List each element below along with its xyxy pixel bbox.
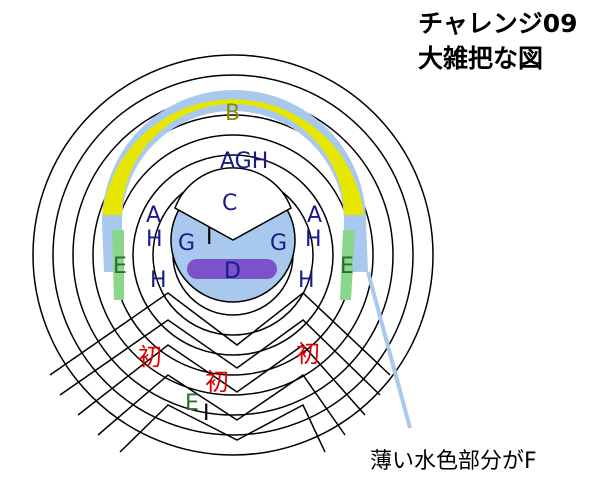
center-white-wedge xyxy=(174,167,292,241)
green-e-right xyxy=(340,230,355,300)
blue-labels: B AGH C A H G I G A H D H H xyxy=(146,101,322,293)
label-g-left: G xyxy=(178,231,195,256)
label-i-bottom: I xyxy=(203,401,210,426)
label-i-center: I xyxy=(206,225,213,250)
zigzag-line-5 xyxy=(119,403,326,453)
purple-d-bar xyxy=(187,259,277,279)
label-agh: AGH xyxy=(220,149,268,174)
red-labels: 初 初 初 xyxy=(138,340,320,396)
label-g-right: G xyxy=(270,231,287,256)
ring-3 xyxy=(132,154,334,356)
zigzag-line-1 xyxy=(49,292,391,376)
label-d: D xyxy=(224,259,241,284)
label-c: C xyxy=(222,191,237,216)
ring-5 xyxy=(92,114,374,396)
label-hatsu-2: 初 xyxy=(205,368,229,396)
ring-8 xyxy=(32,54,434,456)
green-labels: E E E xyxy=(113,254,354,416)
label-h-left-lower: H xyxy=(150,268,167,293)
label-b: B xyxy=(225,101,240,126)
label-hatsu-1: 初 xyxy=(138,343,162,371)
zigzag-line-2 xyxy=(59,319,381,396)
label-a-left: A xyxy=(146,203,161,228)
green-e-left xyxy=(112,230,124,300)
title-line-2: 大雑把な図 xyxy=(418,44,543,73)
label-hatsu-3: 初 xyxy=(296,340,320,368)
label-e-left: E xyxy=(113,254,127,279)
label-h-right-lower: H xyxy=(298,268,315,293)
label-h-left-upper: H xyxy=(146,227,163,252)
zigzag-bands xyxy=(49,292,391,453)
zigzag-line-4 xyxy=(97,373,346,436)
zigzag-line-3 xyxy=(77,343,366,416)
note-text: 薄い水色部分がF xyxy=(370,449,537,474)
label-e-bottom: E xyxy=(185,391,199,416)
title-line-1: チャレンジ09 xyxy=(418,9,578,38)
ring-7 xyxy=(52,74,414,436)
label-e-right: E xyxy=(340,254,354,279)
label-h-right-upper: H xyxy=(305,227,322,252)
label-a-right: A xyxy=(307,203,322,228)
note-pointer-line xyxy=(366,271,412,429)
